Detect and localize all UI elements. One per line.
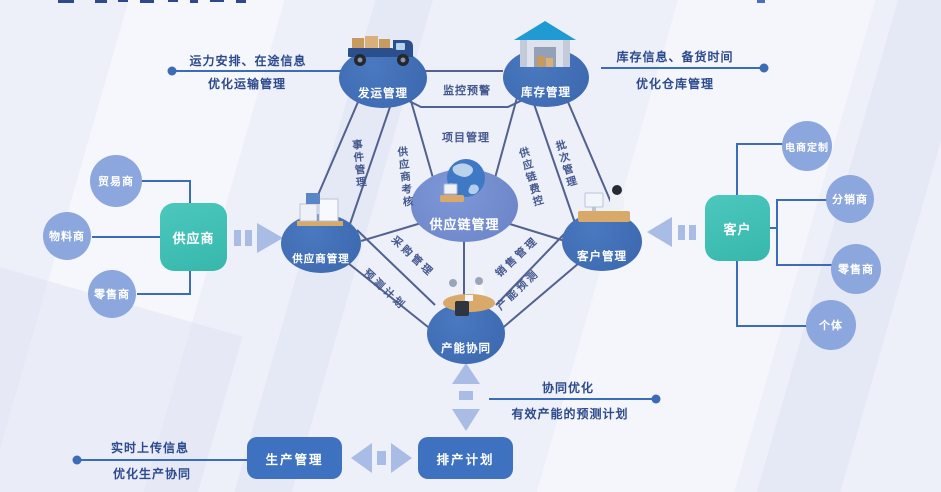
shipping-callout-above: 运力安排、在途信息: [189, 54, 307, 68]
cropped-title-fragment: [190, 0, 198, 3]
callout-dot: [651, 394, 661, 404]
cropped-title-fragment: [757, 0, 765, 3]
callout-dot: [167, 66, 177, 76]
cropped-title-fragment: [236, 0, 246, 3]
circle-label: 物料商: [49, 231, 85, 243]
cropped-title-fragment: [168, 0, 178, 2]
supplier-member-retailer: 零售商: [88, 270, 136, 318]
scheduling-label: 排产计划: [436, 452, 495, 467]
node-supplier-label: 供应商管理: [292, 253, 350, 265]
flow-arrows: [234, 217, 696, 473]
callout-lines: [72, 63, 769, 465]
node-capacity: 产能协同: [427, 303, 505, 364]
circle-label: 零售商: [838, 264, 874, 276]
production-mgmt-box: 生产管理: [247, 437, 342, 479]
supplier-member-material: 物料商: [43, 212, 91, 260]
node-shipping-label: 发运管理: [358, 88, 408, 100]
inventory-callout-above: 库存信息、备货时间: [616, 50, 734, 64]
edge-label-monitoring: 监控预警: [443, 85, 491, 97]
node-customer-mgmt: 客户管理: [562, 212, 642, 271]
cropped-title-fragment: [58, 0, 74, 3]
customer-member-distributor: 分销商: [826, 175, 874, 223]
customer-flow-arrow: [647, 217, 696, 247]
customer-hub-label: 客户: [723, 221, 752, 237]
supplier-member-trader: 贸易商: [90, 155, 142, 207]
circle-label: 电商定制: [785, 142, 829, 154]
edge-label-project: 项目管理: [442, 132, 490, 144]
node-inventory: 库存管理: [503, 48, 589, 107]
supplier-flow-arrow: [234, 223, 283, 253]
capacity-scheduling-double-arrow: [452, 363, 480, 431]
cropped-title-fragment: [118, 0, 128, 2]
shipping-callout-below: 优化运输管理: [207, 77, 286, 91]
node-shipping: 发运管理: [339, 48, 427, 108]
group-tree-connectors: [92, 143, 832, 327]
customer-member-retailer: 零售商: [831, 244, 881, 294]
production-callout-above: 实时上传信息: [110, 441, 189, 455]
cropped-title-fragment: [95, 0, 107, 3]
supplier-hub: 供应商: [160, 203, 227, 271]
scheduling-plan-box: 排产计划: [418, 437, 513, 479]
circle-label: 零售商: [94, 289, 130, 301]
node-supply-chain-center: 供应链管理: [411, 169, 518, 242]
circle-label: 贸易商: [98, 176, 134, 188]
circle-label: 分销商: [832, 194, 868, 206]
callout-dot: [759, 63, 769, 73]
production-scheduling-double-arrow: [351, 443, 412, 473]
cropped-title-fragment: [210, 0, 224, 2]
node-customer-label: 客户管理: [577, 251, 627, 263]
node-capacity-label: 产能协同: [441, 343, 491, 355]
circle-label: 个体: [819, 320, 843, 332]
production-callout-below: 优化生产协同: [112, 467, 191, 481]
node-inventory-label: 库存管理: [521, 87, 571, 99]
callout-dot: [72, 455, 82, 465]
inventory-callout-below: 优化仓库管理: [635, 77, 714, 91]
node-supplier-mgmt: 供应商管理: [281, 214, 361, 273]
production-label: 生产管理: [265, 452, 324, 467]
node-center-label: 供应链管理: [429, 217, 500, 232]
customer-member-ecommerce: 电商定制: [782, 121, 832, 171]
supplier-hub-label: 供应商: [172, 230, 215, 246]
customer-member-individual: 个体: [806, 300, 856, 350]
customer-hub: 客户: [705, 195, 770, 261]
capacity-callout-above: 协同优化: [541, 381, 594, 395]
capacity-callout-below: 有效产能的预测计划: [511, 407, 629, 421]
cropped-title-fragment: [140, 0, 154, 3]
